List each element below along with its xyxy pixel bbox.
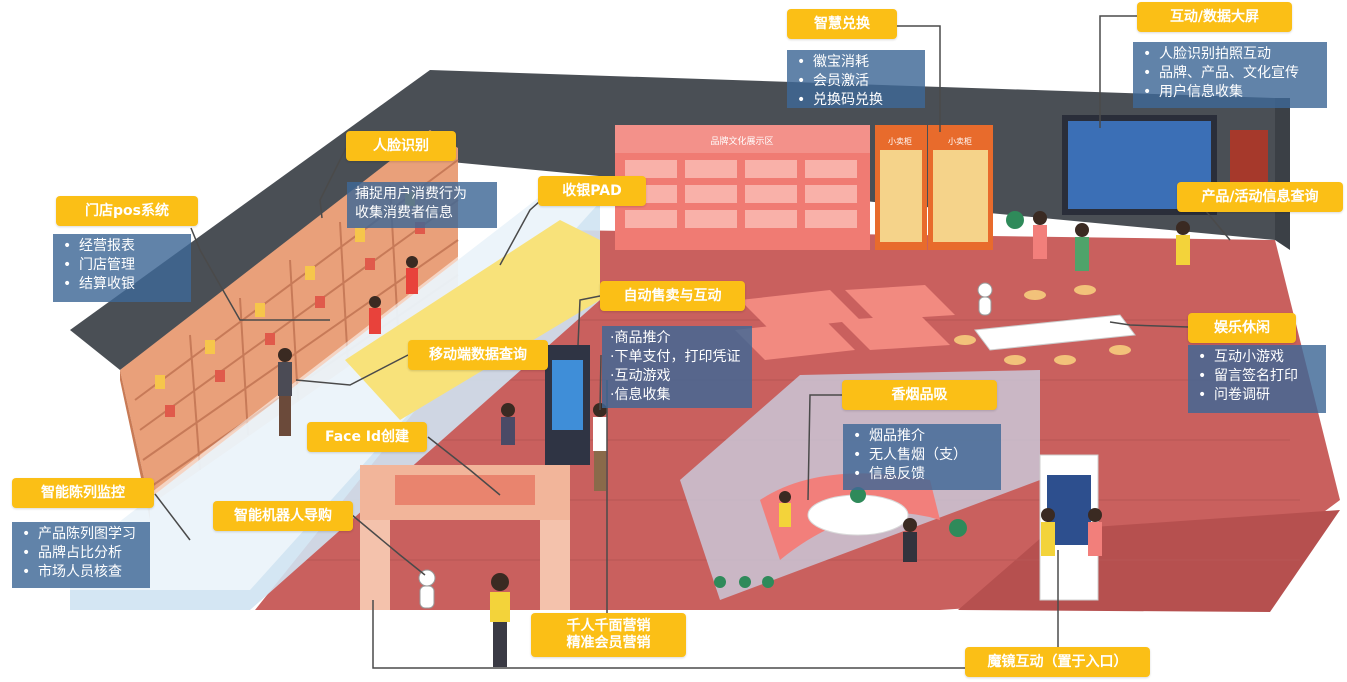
label-smart-exchange: 智慧兑换 <box>787 9 897 39</box>
entertainment-list: 互动小游戏 留言签名打印 问卷调研 <box>1188 345 1326 413</box>
tobacco-item: 烟品推介 <box>851 427 993 446</box>
shelf-monitor-item: 品牌占比分析 <box>20 544 142 563</box>
vending-list: ·商品推介 ·下单支付，打印凭证 ·互动游戏 ·信息收集 <box>602 326 752 408</box>
entertainment-item: 互动小游戏 <box>1196 348 1318 367</box>
label-interactive-screen: 互动/数据大屏 <box>1137 2 1292 32</box>
interactive-screen-item: 品牌、产品、文化宣传 <box>1141 64 1319 83</box>
interactive-screen-item: 人脸识别拍照互动 <box>1141 45 1319 64</box>
right-wall <box>1275 98 1290 250</box>
label-entertainment: 娱乐休闲 <box>1188 313 1296 343</box>
pos-system-item: 门店管理 <box>61 256 183 275</box>
entrance-gate-sign <box>395 475 535 505</box>
vending-item: ·信息收集 <box>610 387 671 403</box>
tobacco-list: 烟品推介 无人售烟（支） 信息反馈 <box>843 424 1001 490</box>
fridge-left-glass <box>880 150 922 242</box>
tobacco-item: 无人售烟（支） <box>851 446 993 465</box>
side-poster <box>1230 130 1268 190</box>
label-face-recognition: 人脸识别 <box>346 131 456 161</box>
smart-exchange-item: 兑换码兑换 <box>795 91 917 110</box>
face-recognition-item: 收集消费者信息 <box>355 205 453 221</box>
cashier-counter <box>345 220 600 420</box>
label-face-id: Face Id创建 <box>307 422 427 452</box>
pos-system-list: 经营报表 门店管理 结算收银 <box>53 234 191 302</box>
interactive-screen-item: 用户信息收集 <box>1141 83 1319 102</box>
label-shelf-monitor: 智能陈列监控 <box>12 478 154 508</box>
entrance-gate-right <box>540 520 570 610</box>
vending-item: ·下单支付，打印凭证 <box>610 349 741 365</box>
shelf-monitor-list: 产品陈列图学习 品牌占比分析 市场人员核查 <box>12 522 150 588</box>
label-tobacco: 香烟品吸 <box>842 380 997 410</box>
pos-system-item: 结算收银 <box>61 275 183 294</box>
display-shelf-sign: 品牌文化展示区 <box>710 135 773 147</box>
face-recognition-list: 捕捉用户消费行为 收集消费者信息 <box>347 182 497 228</box>
interactive-screen-list: 人脸识别拍照互动 品牌、产品、文化宣传 用户信息收集 <box>1133 42 1327 108</box>
robot <box>418 282 993 609</box>
label-product-query: 产品/活动信息查询 <box>1177 182 1343 212</box>
smart-exchange-item: 徽宝消耗 <box>795 53 917 72</box>
vending-item: ·互动游戏 <box>610 368 671 384</box>
leisure-table <box>974 314 1136 351</box>
vending-kiosk-screen <box>552 360 583 430</box>
display-shelf-header <box>615 125 870 153</box>
pos-system-item: 经营报表 <box>61 237 183 256</box>
label-marketing: 千人千面营销 精准会员营销 <box>531 613 686 657</box>
entertainment-item: 留言签名打印 <box>1196 367 1318 386</box>
center-shelves <box>735 285 955 360</box>
connector-lines <box>154 15 1231 669</box>
tobacco-item: 信息反馈 <box>851 465 993 484</box>
label-vending: 自动售卖与互动 <box>600 281 745 311</box>
plants <box>714 211 1024 588</box>
fridge-right-glass <box>933 150 988 242</box>
bar-stools <box>954 285 1131 365</box>
face-recognition-item: 捕捉用户消费行为 <box>355 186 467 202</box>
smart-exchange-item: 会员激活 <box>795 72 917 91</box>
label-cashier-pad: 收银PAD <box>538 176 646 206</box>
shelf-monitor-item: 产品陈列图学习 <box>20 525 142 544</box>
smart-exchange-list: 徽宝消耗 会员激活 兑换码兑换 <box>787 50 925 110</box>
label-mobile-query: 移动端数据查询 <box>408 340 548 370</box>
fridge-left-sign: 小卖柜 <box>888 136 912 146</box>
label-pos-system: 门店pos系统 <box>56 196 198 226</box>
shelf-monitor-item: 市场人员核查 <box>20 563 142 582</box>
fridge-right-sign: 小卖柜 <box>948 136 972 146</box>
vending-item: ·商品推介 <box>610 330 671 346</box>
entertainment-item: 问卷调研 <box>1196 386 1318 405</box>
label-robot-guide: 智能机器人导购 <box>213 501 353 531</box>
label-magic-mirror: 魔镜互动（置于入口） <box>965 647 1150 677</box>
